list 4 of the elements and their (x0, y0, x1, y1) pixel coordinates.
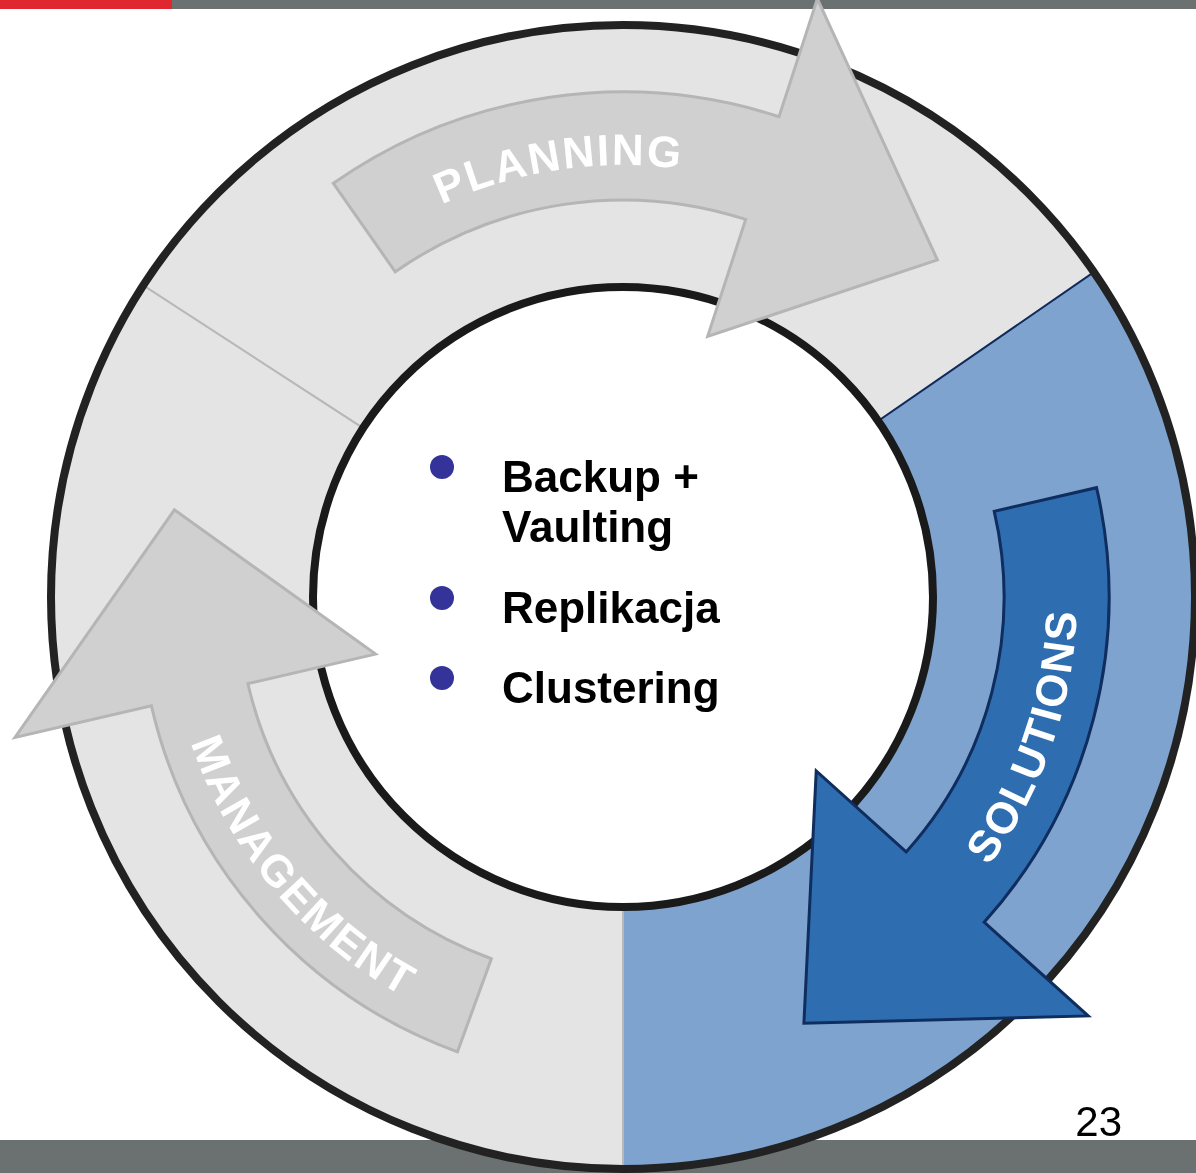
list-item: Clustering (502, 663, 721, 713)
list-item: Backup + Vaulting (502, 452, 700, 552)
page-number: 23 (1075, 1098, 1122, 1146)
list-item: Replikacja (502, 583, 721, 633)
